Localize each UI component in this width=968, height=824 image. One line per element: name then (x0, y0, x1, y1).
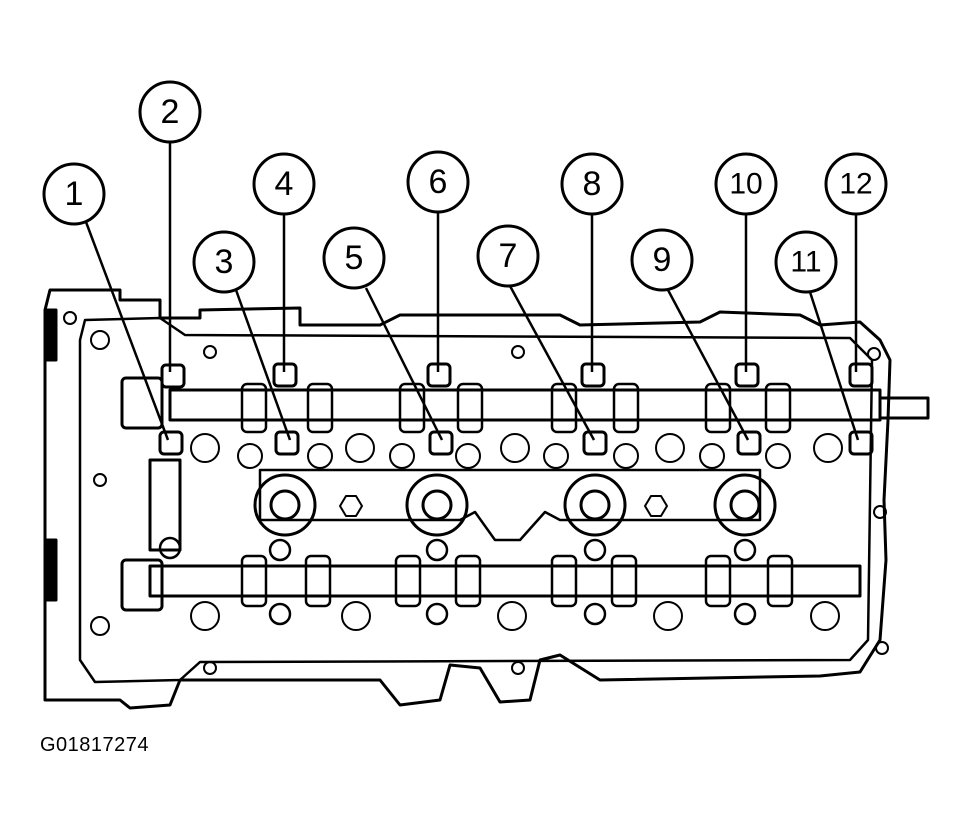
callout-4-label: 4 (275, 165, 294, 203)
upper-camshaft (168, 388, 882, 422)
callout-1 (42, 162, 106, 226)
callout-10-label: 10 (729, 168, 762, 201)
callout-5 (322, 226, 386, 290)
callout-3-label: 3 (215, 243, 234, 281)
figure-code: G01817274 (40, 734, 150, 756)
callout-12 (824, 152, 888, 216)
callout-3 (192, 230, 256, 294)
callout-1-label: 1 (65, 175, 84, 213)
head-outline (43, 288, 892, 710)
callout-11 (774, 230, 838, 294)
callout-9 (630, 228, 694, 292)
callout-4 (252, 152, 316, 216)
callout-9-label: 9 (653, 241, 672, 279)
callout-10 (714, 152, 778, 216)
lower-camshaft (148, 564, 862, 598)
callout-6 (406, 150, 470, 214)
callout-2 (138, 80, 202, 144)
callout-12-label: 12 (839, 168, 872, 201)
callout-8 (560, 152, 624, 216)
callout-7 (476, 224, 540, 288)
callout-5-label: 5 (345, 239, 364, 277)
callout-7-label: 7 (499, 237, 518, 275)
callout-11-label: 11 (790, 246, 821, 279)
callout-8-label: 8 (583, 165, 602, 203)
inner-rail (78, 316, 874, 684)
callout-2-label: 2 (161, 93, 180, 131)
callout-6-label: 6 (429, 163, 448, 201)
